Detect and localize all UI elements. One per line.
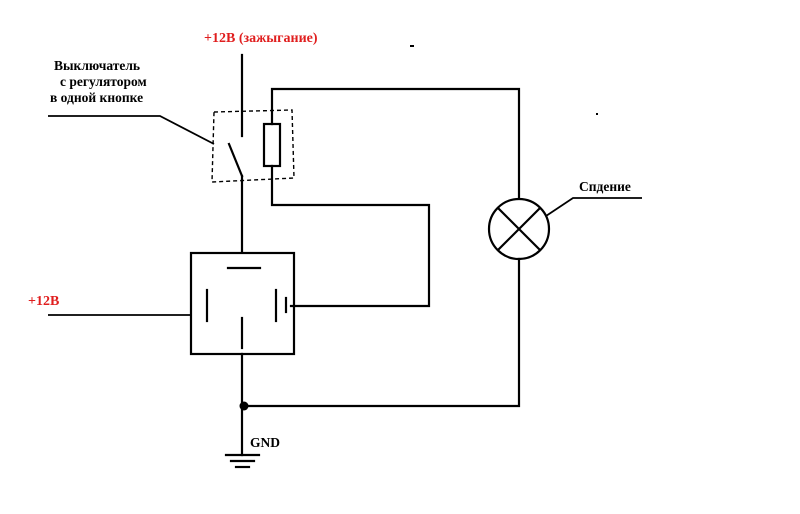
switch-housing-outline <box>211 109 295 183</box>
switch-contact <box>227 142 244 178</box>
lamp-icon <box>487 197 551 261</box>
lamp-label: Спдение <box>579 179 631 194</box>
power-label: +12В <box>28 294 59 309</box>
switch-label-line-2: с регулятором <box>60 74 147 89</box>
lamp-return-wire <box>242 257 521 408</box>
ground-label: GND <box>250 435 280 450</box>
ground-icon <box>224 453 261 469</box>
ignition-label: +12В (зажыгание) <box>204 31 318 46</box>
switch-label: Выключатель с регулятором в одной кнопке <box>50 58 147 105</box>
regulator-lead-top <box>270 87 521 200</box>
switch-label-line-3: в одной кнопке <box>50 90 143 105</box>
regulator-resistor <box>262 122 282 168</box>
switch-leader-line <box>48 115 215 145</box>
stray-mark-right <box>596 113 598 115</box>
switch-label-line-1: Выключатель <box>54 58 140 73</box>
regulator-lead-bottom <box>270 164 431 308</box>
lamp-leader-line <box>545 197 642 217</box>
stray-mark-top <box>410 45 414 47</box>
